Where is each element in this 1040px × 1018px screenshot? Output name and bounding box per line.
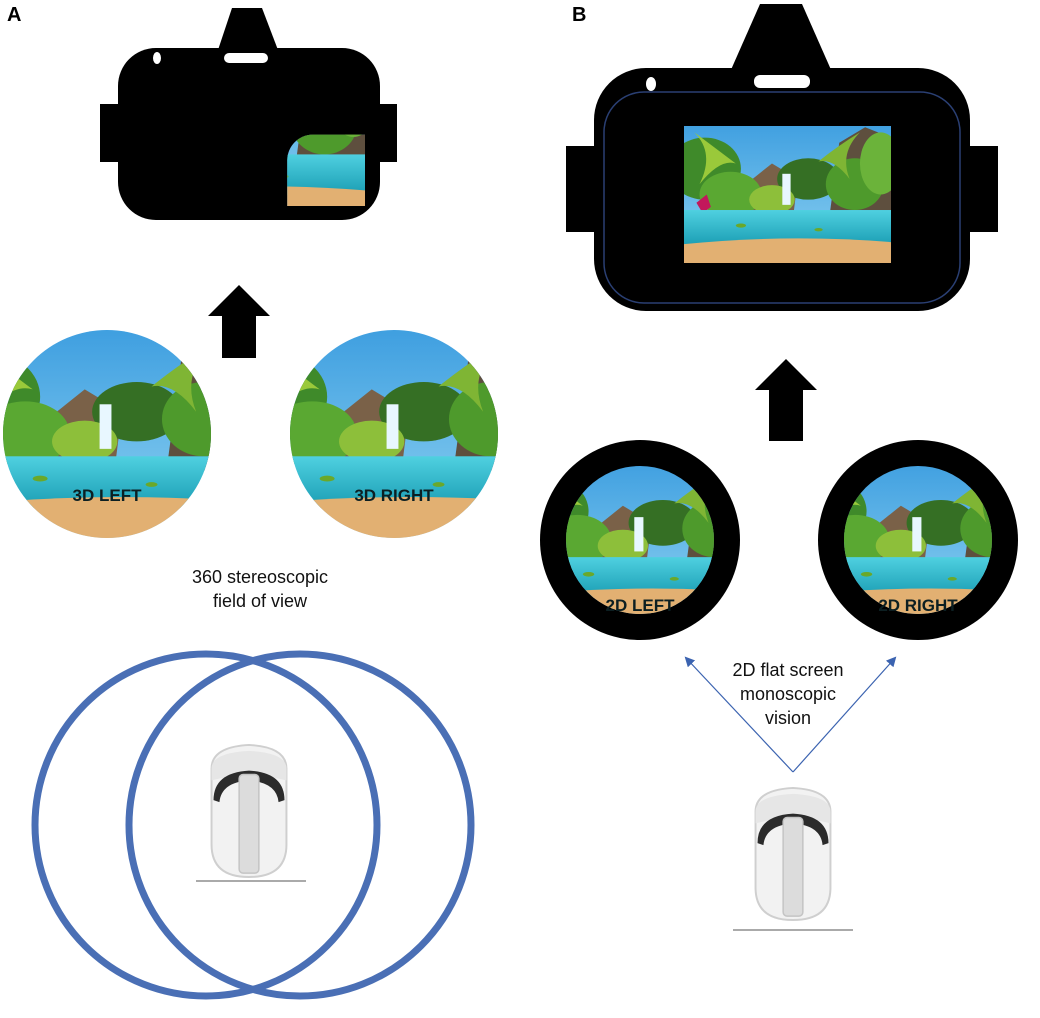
fov-circle-left xyxy=(31,650,381,1000)
arrow-up-icon xyxy=(755,359,817,441)
caption-monoscopic-line3: vision xyxy=(764,708,812,728)
panel-a-letter: A xyxy=(7,4,22,26)
headset-top-view-icon-a xyxy=(210,743,288,879)
caption-monoscopic-line1: 2D flat screen xyxy=(732,660,844,680)
lens-3d-right xyxy=(290,330,498,538)
panel-b-letter: B xyxy=(572,4,587,26)
arrow-to-left-lens xyxy=(684,656,794,773)
lens-3d-left xyxy=(3,330,211,538)
headset-b-goggles xyxy=(566,4,998,311)
lens-3d-left-label: 3D LEFT xyxy=(73,486,143,505)
arrow-up-icon xyxy=(208,285,270,358)
headset-a-goggles xyxy=(100,8,397,220)
caption-stereoscopic-line2: field of view xyxy=(212,591,308,611)
caption-stereoscopic: 360 stereoscopic field of view xyxy=(160,565,360,613)
lens-2d-left-label: 2D LEFT xyxy=(606,596,676,615)
caption-stereoscopic-line1: 360 stereoscopic xyxy=(191,567,329,587)
lens-2d-right-label: 2D RIGHT xyxy=(878,596,958,615)
arrow-to-right-lens xyxy=(792,656,897,773)
caption-monoscopic-line2: monoscopic xyxy=(739,684,837,704)
caption-monoscopic: 2D flat screen monoscopic vision xyxy=(698,658,878,730)
fov-circle-right xyxy=(125,650,475,1000)
headset-top-view-icon-b xyxy=(754,786,832,922)
lens-3d-right-label: 3D RIGHT xyxy=(354,486,434,505)
